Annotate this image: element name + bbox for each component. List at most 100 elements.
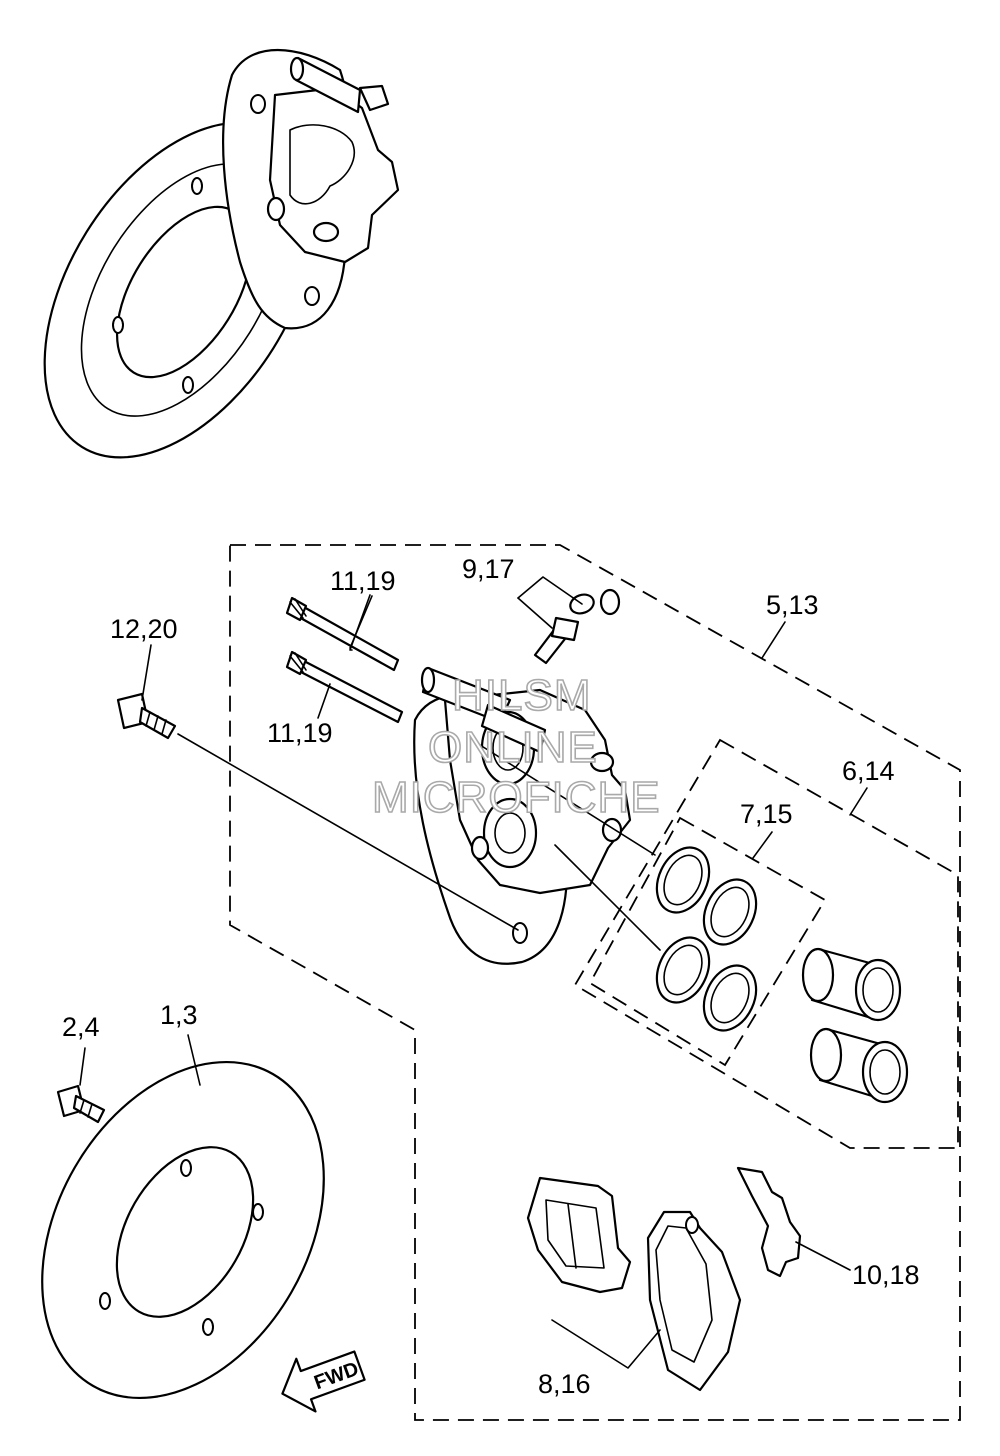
- thread-line: [289, 601, 304, 619]
- pistons: [801, 947, 909, 1104]
- callout-9-17: 9,17: [462, 554, 515, 584]
- callout-8-16: 8,16: [538, 1369, 591, 1399]
- disc-bolt-shank: [72, 1094, 106, 1124]
- seal-ring-inner: [663, 944, 703, 996]
- bracket-hole: [304, 286, 320, 306]
- assembled-bleeder: [358, 84, 390, 112]
- caliper-bolt-head: [266, 196, 286, 222]
- fwd-arrow-icon: [281, 1350, 366, 1413]
- pin-holder-end: [420, 666, 436, 694]
- leader-10-18: [795, 1241, 851, 1271]
- assembled-caliper-and-disc: [43, 48, 400, 459]
- seal-axis-line: [479, 744, 656, 856]
- caliper-pins: [285, 596, 404, 724]
- seal-ring: [655, 846, 711, 914]
- callout-5-13: 5,13: [766, 590, 819, 620]
- disc-bolt: [56, 1084, 106, 1124]
- bolt-shank: [138, 706, 177, 740]
- watermark-line-3: MICROFICHE: [372, 773, 661, 822]
- piston-seals: [655, 846, 758, 1032]
- pin-end: [289, 56, 305, 82]
- pad-groove: [567, 1203, 577, 1269]
- assembled-caliper-body: [268, 86, 400, 264]
- bleeder-cap-tab: [599, 588, 621, 616]
- callout-6-14: 6,14: [842, 756, 895, 786]
- group-outline-5-13: [229, 544, 961, 1421]
- leader-6-14: [849, 787, 868, 816]
- piston-back: [809, 1027, 843, 1083]
- callout-1-3: 1,3: [160, 1000, 198, 1030]
- disc-hole: [191, 177, 203, 195]
- seal-ring: [702, 878, 758, 946]
- group-outline-6-14: [573, 738, 959, 1149]
- caliper-pin-holder: [480, 703, 547, 754]
- caliper-boss: [589, 751, 615, 773]
- watermark: HILSM ONLINE MICROFICHE: [371, 670, 661, 823]
- leader-5-13: [761, 621, 786, 659]
- piston-face-inner: [869, 1049, 901, 1095]
- bolt-axis-line: [177, 733, 519, 931]
- group-outline-7-15: [588, 816, 827, 1067]
- caliper-mount-bolt: [116, 692, 177, 740]
- caliper-boss: [470, 835, 490, 861]
- disc-hub: [115, 1146, 255, 1318]
- leader-1-3: [187, 1034, 201, 1086]
- leader-lines: [79, 576, 868, 1369]
- disc-hole: [112, 316, 124, 334]
- caliper-bolt-head: [312, 221, 340, 243]
- leader-2-4: [79, 1047, 86, 1086]
- thread-line: [153, 715, 159, 731]
- pad-friction-area: [545, 1199, 605, 1269]
- leader-11-19-bottom: [317, 683, 331, 719]
- pad-notch: [685, 1216, 699, 1234]
- disc-bolt-hole: [180, 1159, 192, 1177]
- brake-disc: [41, 1060, 325, 1400]
- disc-hole: [182, 376, 194, 394]
- upper-pin: [295, 604, 400, 672]
- pad-spring: [736, 1166, 802, 1278]
- piston-bore-lower: [482, 797, 538, 869]
- lower-pin: [295, 658, 404, 724]
- leader-9-17-b: [517, 597, 553, 629]
- callout-7-15: 7,15: [740, 799, 793, 829]
- leader-9-17: [517, 576, 583, 605]
- seal-axis-line-lower: [554, 844, 661, 951]
- thread-line: [294, 652, 307, 671]
- fwd-arrow-badge: FWD: [281, 1350, 366, 1413]
- callout-12-20: 12,20: [110, 614, 178, 644]
- callout-11-19-bottom: 11,19: [267, 718, 333, 748]
- bleeder-hex: [550, 616, 580, 642]
- disc-bolt-hole: [202, 1318, 214, 1336]
- leader-12-20: [141, 644, 152, 701]
- leader-11-19-top: [349, 594, 371, 651]
- piston-bore-lower-inner: [494, 812, 526, 854]
- seal-ring-inner: [710, 886, 750, 938]
- disc-bolt-hole: [99, 1292, 111, 1310]
- callout-11-19-top: 11,19: [330, 566, 396, 596]
- thread-line: [294, 598, 307, 617]
- caliper-assembly: [413, 666, 632, 965]
- callout-10-18: 10,18: [852, 1260, 920, 1290]
- thread-line: [145, 711, 151, 727]
- seal-ring-inner: [663, 854, 703, 906]
- brake-pads: [526, 1176, 742, 1392]
- caliper-detail: [289, 124, 355, 205]
- leader-8-16: [551, 1319, 661, 1369]
- leader-11-19-top-line: [349, 595, 373, 649]
- pad-backing-detail: [655, 1225, 713, 1363]
- seal-ring-inner: [710, 972, 750, 1024]
- pad-spring-clip: [736, 1166, 802, 1278]
- disc-bolt-hole: [252, 1203, 264, 1221]
- watermark-line-1: HILSM: [452, 671, 591, 720]
- watermark-line-2: ONLINE: [428, 723, 598, 772]
- bracket-hole: [250, 94, 266, 114]
- leader-7-15: [752, 831, 773, 859]
- piston-back: [801, 947, 835, 1003]
- seal-ring: [655, 936, 711, 1004]
- thread-line: [161, 719, 167, 735]
- caliper-boss: [601, 817, 623, 843]
- seal-ring: [702, 964, 758, 1032]
- thread-line: [79, 1099, 85, 1114]
